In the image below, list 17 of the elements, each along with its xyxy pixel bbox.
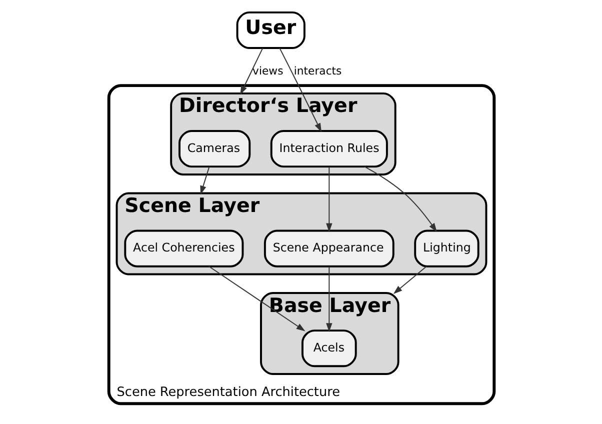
arrow <box>326 266 332 332</box>
arrow <box>392 266 426 294</box>
arrow <box>200 166 210 195</box>
edge-label: views <box>252 64 283 78</box>
node-box: User <box>236 11 305 49</box>
node-box: Acels <box>301 330 356 368</box>
node-box: Cameras <box>178 130 250 168</box>
arrow <box>326 166 332 232</box>
edge-label: interacts <box>293 64 342 78</box>
arrow <box>240 48 263 95</box>
arrow <box>278 48 322 132</box>
node-box: Interaction Rules <box>270 130 388 168</box>
node-box: Scene Appearance <box>263 230 394 268</box>
arrow <box>364 166 436 232</box>
node-box: Acel Coherencies <box>124 230 244 268</box>
node-box: Lighting <box>414 230 479 268</box>
arrow <box>208 266 305 332</box>
